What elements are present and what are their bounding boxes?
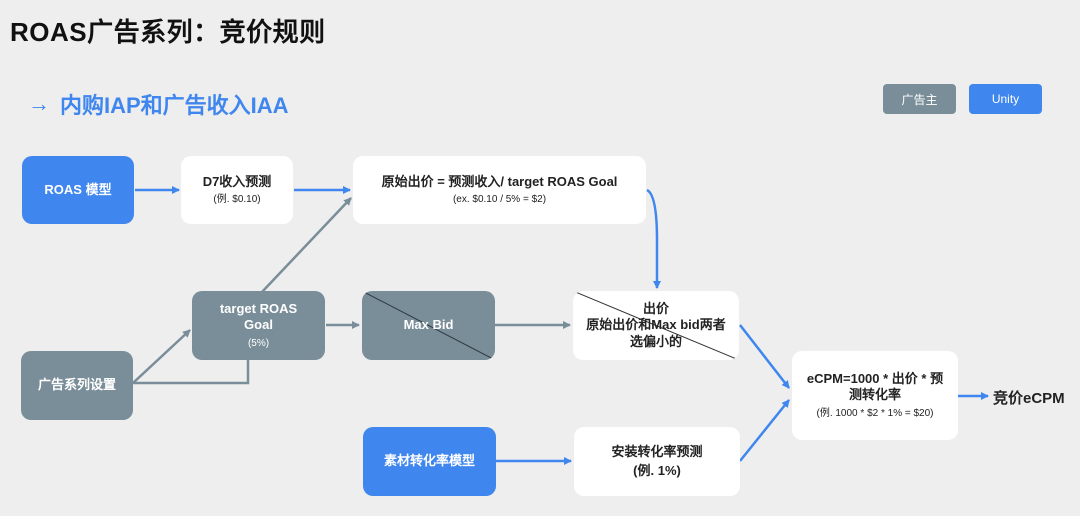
- strike-line: [362, 291, 495, 360]
- node-install-rate-sub: (例. 1%): [633, 463, 681, 478]
- legend-unity: Unity: [969, 84, 1042, 114]
- node-ecpm-sub: (例. 1000 * $2 * 1% = $20): [816, 407, 934, 419]
- node-raw-bid-label: 原始出价 = 预测收入/ target ROAS Goal: [381, 173, 618, 189]
- node-roas-model-label: ROAS 模型: [44, 181, 112, 197]
- section-title-text: 内购IAP和广告收入IAA: [60, 93, 289, 118]
- node-target-roas-label: target ROAS Goal: [219, 301, 298, 333]
- node-campaign-settings: 广告系列设置: [21, 351, 133, 420]
- page-title: ROAS广告系列：竞价规则: [10, 17, 326, 47]
- node-creative-model: 素材转化率模型: [363, 427, 496, 496]
- node-d7-revenue: D7收入预测 (例. $0.10): [181, 156, 293, 224]
- strike-line: [573, 291, 739, 360]
- node-ecpm: eCPM=1000 * 出价 * 预测转化率 (例. 1000 * $2 * 1…: [792, 351, 958, 440]
- legend-advertiser: 广告主: [883, 84, 956, 114]
- node-max-bid: Max Bid: [362, 291, 495, 360]
- node-d7-revenue-sub: (例. $0.10): [213, 193, 261, 205]
- arrow-settings-to-target: [132, 329, 191, 384]
- node-install-rate: 安装转化率预测 (例. 1%): [574, 427, 740, 496]
- node-campaign-settings-label: 广告系列设置: [37, 377, 116, 393]
- node-raw-bid-sub: (ex. $0.10 / 5% = $2): [452, 193, 547, 205]
- arrow-target-to-raw-bid: [261, 197, 352, 293]
- node-ecpm-label: eCPM=1000 * 出价 * 预测转化率: [806, 371, 944, 403]
- section-title: → 内购IAP和广告收入IAA: [28, 88, 289, 120]
- node-install-rate-label: 安装转化率预测: [611, 443, 703, 459]
- arrow-bid-to-ecpm: [739, 324, 790, 389]
- node-bid-label: 出价 原始出价和Max bid两者选偏小的: [586, 301, 726, 349]
- node-d7-revenue-label: D7收入预测: [202, 173, 272, 189]
- node-raw-bid: 原始出价 = 预测收入/ target ROAS Goal (ex. $0.10…: [353, 156, 646, 224]
- arrow-raw-bid-to-bid: [646, 188, 661, 289]
- final-output-label: 竞价eCPM: [993, 390, 1065, 407]
- arrow-right-icon: →: [28, 91, 50, 116]
- node-target-roas: target ROAS Goal (5%): [192, 291, 325, 360]
- node-max-bid-label: Max Bid: [403, 317, 454, 333]
- node-roas-model: ROAS 模型: [22, 156, 134, 224]
- node-bid: 出价 原始出价和Max bid两者选偏小的: [573, 291, 739, 360]
- arrow-settings-to-max-bid: [133, 360, 250, 385]
- node-target-roas-sub: (5%): [247, 337, 270, 349]
- arrow-install-to-ecpm: [739, 399, 790, 462]
- node-creative-model-label: 素材转化率模型: [383, 453, 475, 469]
